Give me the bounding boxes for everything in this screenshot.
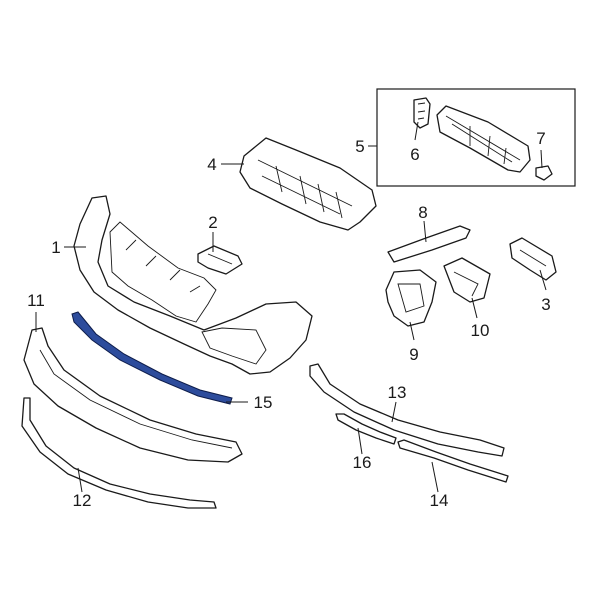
side-trim-part-13 (309, 363, 505, 457)
callout-15: 15 (254, 393, 273, 412)
callout-labels: 1 2 3 4 5 6 7 8 9 10 11 12 13 14 15 16 (27, 129, 551, 510)
leader-9 (409, 321, 415, 341)
callout-1: 1 (51, 238, 60, 257)
callout-3: 3 (541, 295, 550, 314)
callout-11: 11 (27, 291, 45, 310)
leader-13 (391, 401, 397, 423)
callout-2: 2 (208, 213, 217, 232)
lower-valance-part-11 (23, 327, 243, 463)
callout-12: 12 (73, 491, 92, 510)
trim-strip-part-14 (397, 439, 509, 483)
bracket-part-3 (509, 237, 557, 281)
callout-5: 5 (355, 137, 364, 156)
highlighted-strip-part-15 (71, 311, 233, 405)
leader-8 (423, 220, 427, 243)
callout-10: 10 (471, 321, 490, 340)
callout-16: 16 (353, 453, 372, 472)
bracket-part-2 (197, 245, 243, 275)
upper-cover-part-4 (239, 137, 377, 231)
leader-3 (539, 269, 547, 291)
fastener-part-7 (535, 165, 553, 181)
clip-part-6 (413, 97, 431, 129)
strip-part-8 (387, 225, 471, 263)
bracket-part-10 (443, 257, 491, 303)
callout-14: 14 (430, 491, 449, 510)
bracket-part-5 (436, 105, 531, 173)
callout-9: 9 (409, 345, 418, 364)
leader-6 (414, 121, 419, 141)
bumper-cover-part-1 (73, 195, 313, 375)
inset-frame (376, 88, 576, 187)
trim-strip-part-16 (335, 413, 397, 445)
leader-7 (540, 149, 543, 169)
leader-10 (471, 297, 478, 319)
leader-lines (35, 121, 547, 493)
leader-12 (77, 467, 83, 493)
leader-16 (357, 427, 363, 455)
callout-6: 6 (410, 145, 419, 164)
callout-7: 7 (536, 129, 545, 148)
bracket-part-9 (385, 269, 437, 327)
callout-8: 8 (418, 203, 427, 222)
callout-13: 13 (388, 383, 407, 402)
callout-4: 4 (207, 155, 216, 174)
trim-strip-part-12 (21, 397, 217, 509)
leader-14 (431, 461, 439, 493)
